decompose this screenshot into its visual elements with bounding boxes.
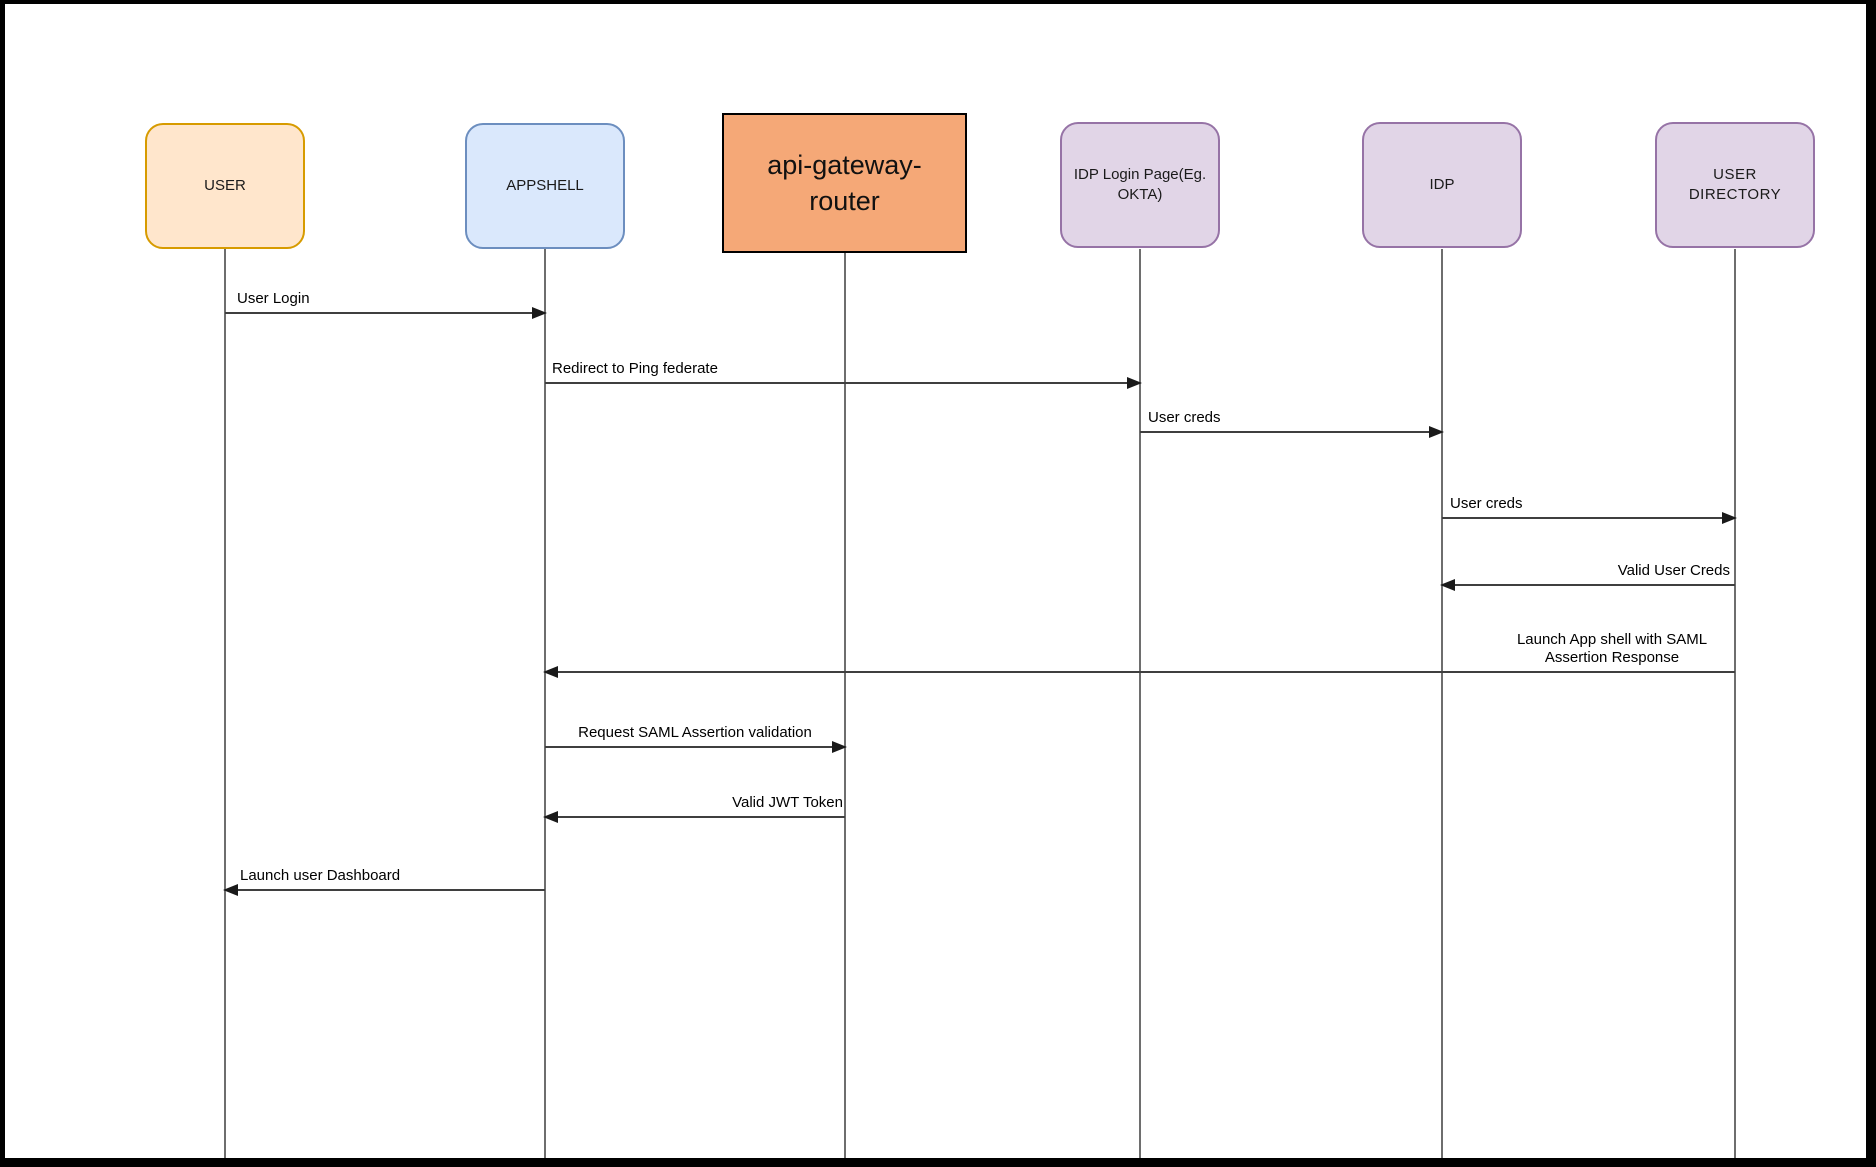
message-valid-jwt-token-label: Valid JWT Token [732, 794, 843, 812]
message-user-creds-1: User creds [1140, 409, 1444, 438]
message-valid-user-creds: Valid User Creds [1440, 562, 1735, 591]
message-request-saml-validation: Request SAML Assertion validation [545, 724, 847, 753]
actor-appshell-label: APPSHELL [506, 176, 584, 194]
message-redirect-ping-federate-label: Redirect to Ping federate [552, 360, 718, 378]
message-valid-user-creds-label: Valid User Creds [1617, 562, 1730, 580]
arrowhead-right-icon [832, 741, 847, 753]
message-user-creds-2-label: User creds [1450, 495, 1523, 513]
actor-appshell: APPSHELL [465, 123, 625, 249]
actor-user-label: USER [204, 176, 246, 194]
actor-api-gateway-router: api-gateway-router [722, 113, 967, 253]
actor-idp: IDP [1362, 122, 1522, 248]
actor-idp-label: IDP [1429, 175, 1455, 193]
lifeline-api-gateway-router [844, 252, 846, 1159]
actor-api-gateway-router-label: api-gateway-router [767, 149, 922, 216]
message-launch-user-dashboard-label: Launch user Dashboard [240, 867, 401, 885]
arrowhead-left-icon [1440, 579, 1455, 591]
message-user-login-label: User Login [237, 290, 310, 308]
arrowhead-left-icon [543, 811, 558, 823]
arrowhead-right-icon [532, 307, 547, 319]
arrowhead-left-icon [223, 884, 238, 896]
actor-user-directory: USER DIRECTORY [1655, 122, 1815, 248]
lifeline-idp-login-page [1139, 249, 1141, 1159]
actor-user: USER [145, 123, 305, 249]
message-user-creds-1-label: User creds [1148, 409, 1221, 427]
message-user-login: User Login [225, 290, 547, 319]
lifeline-user-directory [1734, 249, 1736, 1159]
actor-user-directory-label: USER DIRECTORY [1688, 165, 1782, 203]
lifeline-appshell [544, 249, 546, 1159]
arrowhead-right-icon [1127, 377, 1142, 389]
message-launch-appshell-saml: Launch App shell with SAML Assertion Res… [543, 631, 1735, 678]
arrowhead-right-icon [1429, 426, 1444, 438]
message-launch-user-dashboard: Launch user Dashboard [223, 867, 545, 896]
message-request-saml-validation-label: Request SAML Assertion validation [578, 724, 812, 742]
lifeline-user [224, 249, 226, 1159]
lifeline-idp [1441, 249, 1443, 1159]
message-redirect-ping-federate: Redirect to Ping federate [545, 360, 1142, 389]
actor-idp-login-page: IDP Login Page(Eg. OKTA) [1060, 122, 1220, 248]
message-user-creds-2: User creds [1442, 495, 1737, 524]
actor-idp-login-page-label: IDP Login Page(Eg. OKTA) [1073, 165, 1207, 203]
arrowhead-right-icon [1722, 512, 1737, 524]
message-launch-appshell-saml-label: Launch App shell with SAML Assertion Res… [1516, 630, 1708, 667]
message-valid-jwt-token: Valid JWT Token [543, 794, 845, 823]
arrowhead-left-icon [543, 666, 558, 678]
